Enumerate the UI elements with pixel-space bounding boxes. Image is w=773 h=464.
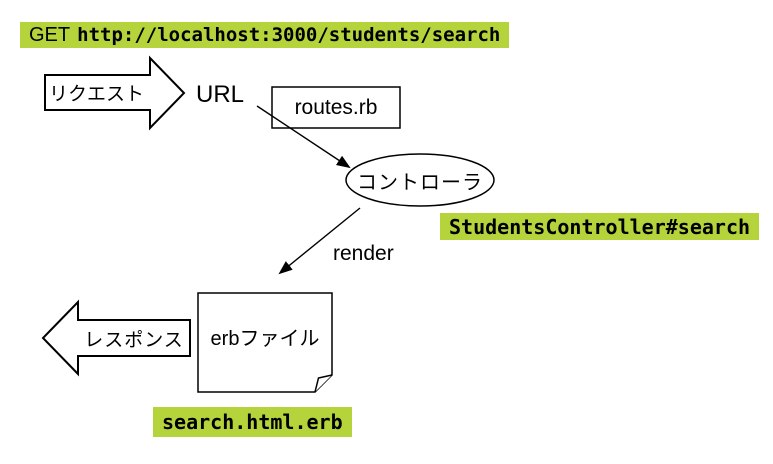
- erb-document-fold-icon: [314, 374, 333, 393]
- response-arrow-label: レスポンス: [84, 329, 184, 351]
- routes-connector-line: [256, 105, 351, 169]
- http-method-label: GET: [29, 23, 71, 46]
- routes-file-box-shape: [271, 86, 401, 129]
- controller-label: コントローラ: [357, 171, 483, 194]
- routes-file-label: routes.rb: [294, 95, 378, 119]
- erb-filename-tag: search.html.erb: [153, 407, 352, 437]
- render-connector-line: [278, 207, 361, 275]
- request-line-tag: GET http://localhost:3000/students/searc…: [20, 22, 510, 48]
- request-block-arrow-shape: [44, 55, 186, 131]
- url-label: URL: [196, 81, 245, 108]
- render-label: render: [333, 242, 394, 265]
- request-arrow-label: リクエスト: [48, 84, 144, 105]
- response-block-arrow-shape: [41, 299, 191, 377]
- controller-action-tag: StudentsController#search: [440, 213, 760, 240]
- controller-ellipse-shape: [345, 153, 495, 207]
- request-url-label: http://localhost:3000/students/search: [77, 24, 501, 46]
- erb-file-label: erbファイル: [210, 327, 320, 350]
